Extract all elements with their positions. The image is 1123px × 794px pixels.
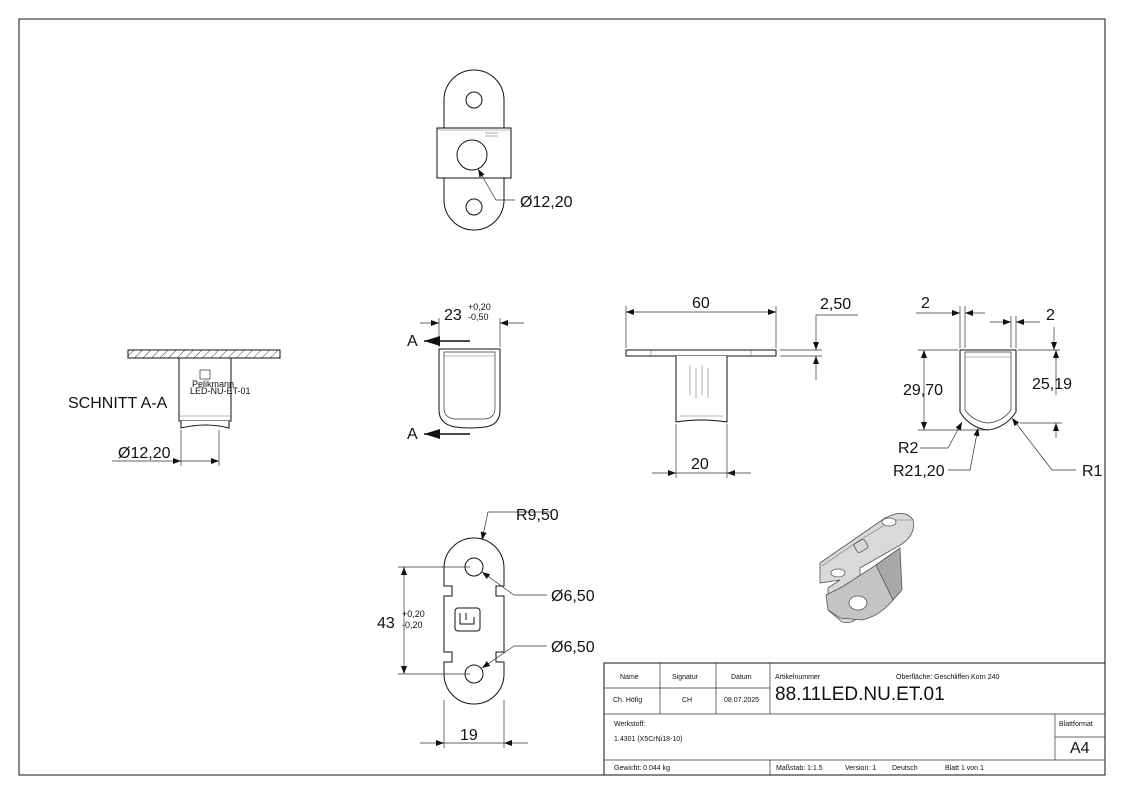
right-view: 2 2 29,70 25,19 R2 R21,20 R1 [893,295,1103,480]
tb-article: 88.11LED.NU.ET.01 [775,684,945,705]
section-label: SCHNITT A-A [68,395,168,412]
tb-sig: CH [682,697,692,704]
tb-weight: Gewicht: 0.044 kg [614,765,670,772]
section-view: Pelikmann LED-NU-ET-01 SCHNITT A-A Ø12,2… [68,349,281,466]
tb-head-article: Artikelnummer [775,674,821,681]
tb-sheet: Blatt 1 von 1 [945,765,984,772]
plan-r-label: R9,50 [516,507,559,524]
logo-mark-icon [454,607,481,632]
title-block: Name Signatur Datum Ch. Höfig CH 08.07.2… [603,662,1106,776]
side-width-label: 23 [444,307,462,324]
tb-head-material: Werkstoff: [614,721,645,728]
isometric-view [819,513,914,623]
cut-letter-top: A [407,333,418,350]
front-length-label: 60 [692,295,710,312]
plan-view: R9,50 Ø6,50 Ø6,50 43 +0,20 -0,20 19 [377,507,595,748]
plan-width-label: 19 [460,727,478,744]
tb-date: 08.07.2025 [724,697,759,704]
tb-material: 1.4301 (X5CrNi18-10) [614,736,682,743]
right-d-right: 2 [1046,307,1055,324]
right-r21: R21,20 [893,463,945,480]
tb-head-date: Datum [731,674,752,681]
tb-scale: Maßstab: 1:1.5 [776,765,823,772]
side-view: 23 +0,20 -0,50 A A [407,302,524,443]
section-logo-text-2: LED-NU-ET-01 [190,386,251,396]
front-bottom-label: 20 [691,456,709,473]
right-h-left: 29,70 [903,382,943,399]
top-view: Ø12,20 [436,69,573,231]
right-r2: R2 [898,440,919,457]
right-h-right: 25,19 [1032,376,1072,393]
tb-head-sig: Signatur [672,674,699,681]
right-d-left: 2 [921,295,930,312]
tb-head-name: Name [620,674,639,681]
side-tol-minus: -0,50 [468,312,489,322]
tb-surface: Oberfläche: Geschliffen Korn 240 [896,674,999,681]
side-tol-plus: +0,20 [468,302,491,312]
logo-mark-icon [199,369,211,380]
tb-lang: Deutsch [892,765,918,772]
plan-tol-minus: -0,20 [402,620,423,630]
tb-head-format: Blattformat [1059,721,1093,728]
plan-height-label: 43 [377,615,395,632]
top-diameter-label: Ø12,20 [520,194,573,211]
front-view: 60 2,50 20 [625,295,858,478]
section-logo-text-1: Pelikmann [192,379,234,389]
sheet-border [18,18,1106,776]
tb-name: Ch. Höfig [613,697,642,704]
plan-tol-plus: +0,20 [402,609,425,619]
plan-hole1-label: Ø6,50 [551,588,595,605]
right-r1: R1 [1082,463,1103,480]
plan-hole2-label: Ø6,50 [551,639,595,656]
front-thickness-label: 2,50 [820,296,851,313]
cut-letter-bottom: A [407,426,418,443]
section-diameter-label: Ø12,20 [118,445,171,462]
tb-format: A4 [1070,740,1090,757]
tb-version: Version: 1 [845,765,876,772]
